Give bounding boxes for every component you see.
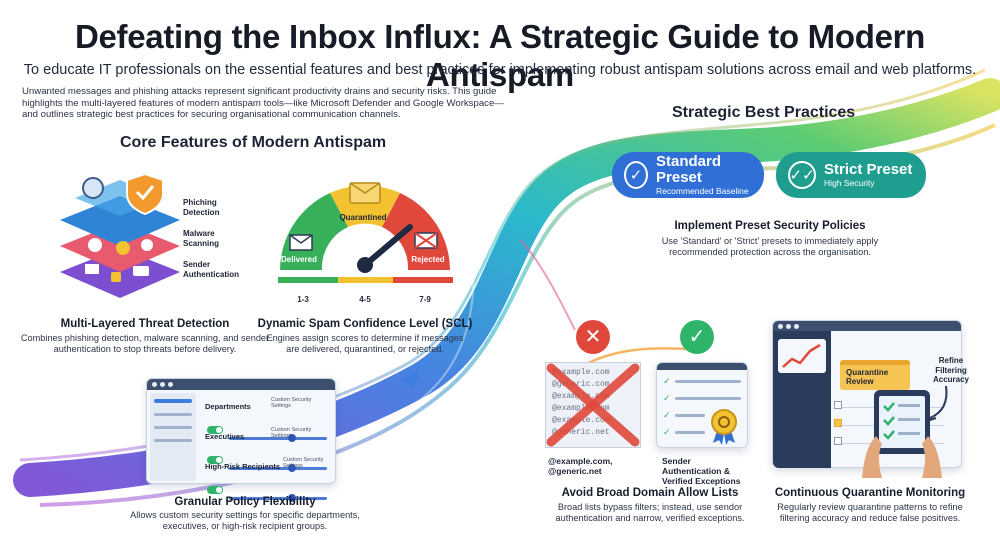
page-title: Defeating the Inbox Influx: A Strategic … <box>74 18 926 93</box>
layered-stack-graphic <box>60 172 180 298</box>
policy-toggle[interactable] <box>207 426 223 434</box>
cross-out-icon <box>546 363 640 447</box>
strict-preset-sub: High Security <box>824 177 875 188</box>
strict-preset-name: Strict Preset <box>824 160 913 178</box>
quarantine-folder[interactable]: Quarantine Review <box>840 360 910 390</box>
granular-title: Granular Policy Flexibility <box>174 496 316 508</box>
check-icon: ✓ <box>663 393 671 403</box>
policy-row-sub: Custom Security Settings <box>283 457 324 469</box>
arrow-icon <box>927 385 948 422</box>
quarantine-title: Continuous Quarantine Monitoring <box>774 487 966 499</box>
policy-toggle[interactable] <box>207 486 223 494</box>
standard-preset-button[interactable]: ✓ Standard Preset Recommended Baseline <box>612 152 764 198</box>
check-icon: ✓ <box>663 410 671 420</box>
scl-gauge <box>278 182 453 283</box>
verified-badge-icon <box>711 409 737 445</box>
layer-label-malware: Malware Scanning <box>183 229 220 248</box>
policy-toggle[interactable] <box>207 456 223 464</box>
chart-icon <box>778 339 826 373</box>
scl-label-quarantined: Quarantined <box>339 213 387 222</box>
best-practices-heading: Strategic Best Practices <box>672 104 856 121</box>
policy-row-sub: Custom Security Settings <box>271 397 312 409</box>
policy-slider[interactable] <box>229 434 327 442</box>
layer-label-phishing: Phiching Detection <box>183 198 220 217</box>
policy-row-high-risk[interactable]: High-Risk Recipients Custom Security Set… <box>205 456 331 502</box>
scl-range-low: 1-3 <box>297 295 309 304</box>
domain-entry: @example.com <box>552 404 610 413</box>
page-subtitle: To educate IT professionals on the essen… <box>23 62 977 78</box>
policy-row-label: Executives <box>205 432 245 441</box>
check-icon: ✓ <box>663 376 671 386</box>
scl-label-delivered: Delivered <box>280 255 318 264</box>
strict-preset-button[interactable]: ✓✓ Strict Preset High Security <box>776 152 926 198</box>
policy-row-label: High-Risk Recipients <box>205 462 281 471</box>
x-circle-icon: ✕ <box>576 320 610 354</box>
allow-list-text: Broad lists bypass filters; instead, use… <box>555 502 745 523</box>
policy-slider[interactable] <box>229 464 327 472</box>
standard-preset-sub: Recommended Baseline <box>656 185 749 196</box>
panel-titlebar <box>147 379 335 390</box>
scl-text: Engines assign scores to determine if me… <box>266 333 464 354</box>
policy-row-executives[interactable]: Executives Custom Security Settings <box>205 426 331 472</box>
preset-title: Implement Preset Security Policies <box>674 220 866 232</box>
allow-list-title: Avoid Broad Domain Allow Lists <box>561 487 739 499</box>
granular-text: Allows custom security settings for spec… <box>130 510 360 531</box>
scl-title: Dynamic Spam Confidence Level (SCL) <box>257 318 473 330</box>
core-features-heading: Core Features of Modern Antispam <box>120 134 387 151</box>
check-circle-icon: ✓ <box>680 320 714 354</box>
domain-entry: @generic.net <box>552 428 610 437</box>
verified-checklist: ✓ ✓ ✓ ✓ <box>656 362 748 448</box>
tablet-hands-icon <box>862 390 942 478</box>
bad-domain-label: @example.com, @generic.net <box>548 456 613 476</box>
intro-text: Unwanted messages and phishing attacks r… <box>22 86 504 120</box>
standard-preset-name: Standard Preset <box>656 152 722 186</box>
domain-entry: @example.com <box>552 368 610 377</box>
quarantine-text: Regularly review quarantine patterns to … <box>777 502 963 523</box>
layered-detection-text: Combines phishing detection, malware sca… <box>20 333 270 354</box>
check-icon: ✓ <box>663 427 671 437</box>
policy-row-departments[interactable]: Departments Custom Security Settings <box>205 396 331 442</box>
policy-row-label: Departments <box>205 402 251 411</box>
check-icon: ✓ <box>624 161 649 189</box>
scl-label-rejected: Rejected <box>411 255 445 264</box>
refine-accuracy-label: Refine Filtering Accuracy <box>932 356 970 384</box>
layer-label-sender: Sender Authentication <box>183 260 239 279</box>
scl-range-high: 7-9 <box>419 295 431 304</box>
scl-range-mid: 4-5 <box>359 295 371 304</box>
quarantine-folder-label: Quarantine Review <box>846 368 889 386</box>
granular-policy-panel: Departments Custom Security Settings Exe… <box>146 378 336 502</box>
layered-detection-title: Multi-Layered Threat Detection <box>60 318 230 330</box>
panel-sidebar <box>150 393 196 481</box>
double-check-icon: ✓✓ <box>788 161 816 189</box>
policy-row-sub: Custom Security Settings <box>271 427 312 439</box>
domain-entry: @generic.com <box>552 380 610 389</box>
policy-slider[interactable] <box>229 494 327 502</box>
good-domain-label: Sender Authentication & Verified Excepti… <box>662 456 741 486</box>
preset-text: Use 'Standard' or 'Strict' presets to im… <box>661 236 879 257</box>
